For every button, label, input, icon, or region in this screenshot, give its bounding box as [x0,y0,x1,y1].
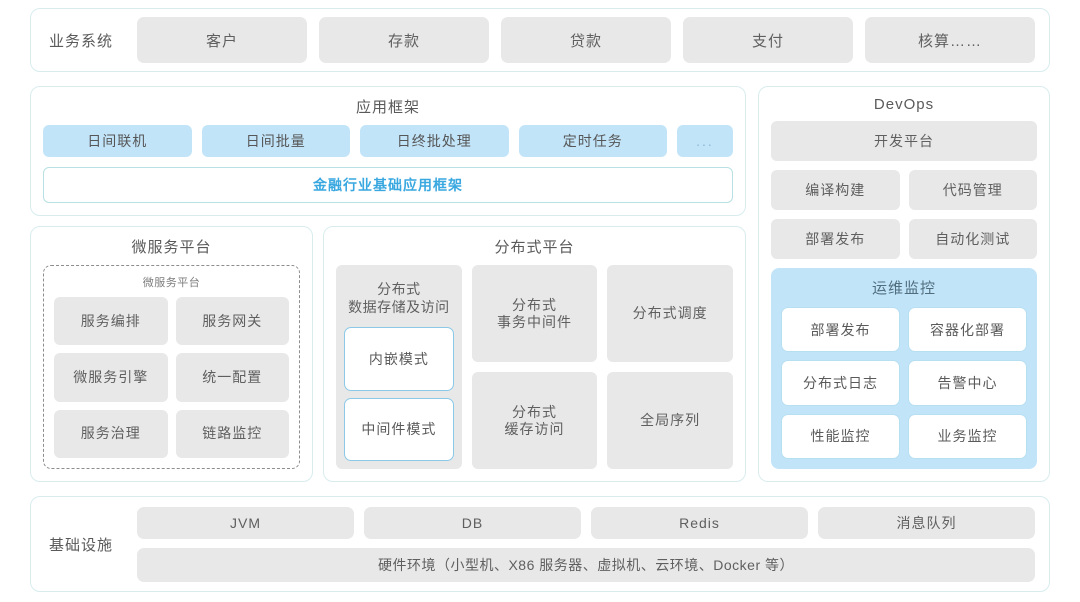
ops-monitoring-grid: 部署发布 容器化部署 分布式日志 告警中心 性能监控 业务监控 [781,307,1027,459]
distributed-cache-access[interactable]: 分布式 缓存访问 [471,372,598,469]
app-framework-chip[interactable]: 日终批处理 [360,125,509,157]
distributed-platform-title: 分布式平台 [494,239,575,256]
microservice-item[interactable]: 服务治理 [54,409,168,458]
application-framework-card: 应用框架 日间联机 日间批量 日终批处理 定时任务 ... 金融行业基础应用框架 [30,86,746,216]
distributed-middle-column: 分布式 事务中间件 分布式 缓存访问 [471,265,598,469]
app-framework-chip[interactable]: 日间联机 [43,125,192,157]
business-system-item[interactable]: 客户 [137,17,307,63]
infrastructure-item-redis[interactable]: Redis [591,506,808,539]
infrastructure-item-jvm[interactable]: JVM [137,506,354,539]
ops-monitoring-title: 运维监控 [871,280,936,297]
business-system-item[interactable]: 核算…… [865,17,1035,63]
infrastructure-body: JVM DB Redis 消息队列 硬件环境（小型机、X86 服务器、虚拟机、云… [137,497,1035,592]
devops-item-build[interactable]: 编译构建 [771,170,900,210]
platform-left-column: 应用框架 日间联机 日间批量 日终批处理 定时任务 ... 金融行业基础应用框架… [30,86,746,482]
distributed-transaction-middleware[interactable]: 分布式 事务中间件 [471,265,598,362]
ops-item-container-deploy[interactable]: 容器化部署 [908,307,1027,353]
dca-line2: 缓存访问 [504,420,565,437]
application-framework-title: 应用框架 [355,99,420,116]
infrastructure-item-db[interactable]: DB [364,506,581,539]
distributed-data-storage-title: 分布式 数据存储及访问 [344,273,454,320]
devops-item-code-management[interactable]: 代码管理 [908,170,1037,210]
infrastructure-card: 基础设施 JVM DB Redis 消息队列 硬件环境（小型机、X86 服务器、… [30,496,1050,592]
ops-item-deploy[interactable]: 部署发布 [781,307,900,353]
devops-row-2: 部署发布 自动化测试 [771,219,1037,259]
microservice-platform-inner-title: 微服务平台 [142,277,201,289]
financial-framework-banner: 金融行业基础应用框架 [43,167,733,203]
distributed-data-storage-title-line2: 数据存储及访问 [348,298,450,315]
devops-item-auto-test[interactable]: 自动化测试 [908,219,1037,259]
middleware-mode-box[interactable]: 中间件模式 [344,397,454,461]
ops-item-business-monitor[interactable]: 业务监控 [908,413,1027,459]
distributed-data-storage-title-line1: 分布式 [377,281,421,297]
microservice-item[interactable]: 链路监控 [175,409,289,458]
microservice-platform-inner-box: 微服务平台 服务编排 服务网关 微服务引擎 统一配置 服务治理 链路监控 [43,265,300,469]
business-systems-items: 客户 存款 贷款 支付 核算…… [137,17,1035,63]
distributed-platform-card: 分布式平台 分布式 数据存储及访问 内嵌模式 中间件模式 [323,226,746,482]
devops-stack: 开发平台 编译构建 代码管理 部署发布 自动化测试 运维监控 部署发布 容器化部… [771,121,1037,469]
dtm-line1: 分布式 [511,296,557,313]
app-framework-chip[interactable]: 定时任务 [518,125,667,157]
dca-line1: 分布式 [511,403,557,420]
app-framework-chip[interactable]: 日间批量 [201,125,350,157]
business-systems-label: 业务系统 [49,32,114,50]
business-systems-card: 业务系统 客户 存款 贷款 支付 核算…… [30,8,1050,72]
distributed-scheduling[interactable]: 分布式调度 [607,265,733,362]
dtm-line2: 事务中间件 [496,313,572,330]
global-sequence[interactable]: 全局序列 [607,372,733,469]
embedded-mode-box[interactable]: 内嵌模式 [344,327,454,391]
ops-monitoring-box: 运维监控 部署发布 容器化部署 分布式日志 告警中心 性能监控 业务监控 [771,268,1037,469]
platform-band: 应用框架 日间联机 日间批量 日终批处理 定时任务 ... 金融行业基础应用框架… [30,86,1050,482]
ops-item-distributed-log[interactable]: 分布式日志 [781,360,900,406]
infrastructure-label: 基础设施 [49,536,114,554]
business-system-item[interactable]: 贷款 [501,17,671,63]
platform-lower-row: 微服务平台 微服务平台 服务编排 服务网关 微服务引擎 统一配置 服务治理 链路… [30,226,746,482]
application-framework-chips: 日间联机 日间批量 日终批处理 定时任务 ... [43,125,733,157]
business-system-item[interactable]: 存款 [319,17,489,63]
microservice-item[interactable]: 统一配置 [175,353,289,402]
devops-title: DevOps [873,96,935,113]
business-system-item[interactable]: 支付 [683,17,853,63]
distributed-platform-grid: 分布式 数据存储及访问 内嵌模式 中间件模式 分布式 事务中间件 [336,265,733,469]
microservice-platform-title: 微服务平台 [131,239,212,256]
ops-item-alert-center[interactable]: 告警中心 [908,360,1027,406]
distributed-data-storage-group: 分布式 数据存储及访问 内嵌模式 中间件模式 [336,265,462,469]
infrastructure-items: JVM DB Redis 消息队列 [137,506,1035,539]
ops-item-performance-monitor[interactable]: 性能监控 [781,413,900,459]
dev-platform-item[interactable]: 开发平台 [771,121,1037,161]
microservice-item[interactable]: 服务编排 [54,297,168,346]
devops-card: DevOps 开发平台 编译构建 代码管理 部署发布 自动化测试 运维监控 部 [758,86,1050,482]
infrastructure-hardware-row: 硬件环境（小型机、X86 服务器、虚拟机、云环境、Docker 等） [137,547,1035,582]
microservice-platform-grid: 服务编排 服务网关 微服务引擎 统一配置 服务治理 链路监控 [54,297,289,458]
app-framework-more-chip[interactable]: ... [677,125,733,157]
hardware-environment-item[interactable]: 硬件环境（小型机、X86 服务器、虚拟机、云环境、Docker 等） [137,547,1035,582]
devops-row-1: 编译构建 代码管理 [771,170,1037,210]
microservice-platform-card: 微服务平台 微服务平台 服务编排 服务网关 微服务引擎 统一配置 服务治理 链路… [30,226,313,482]
devops-item-deploy[interactable]: 部署发布 [771,219,900,259]
infrastructure-item-message-queue[interactable]: 消息队列 [818,506,1035,539]
microservice-item[interactable]: 微服务引擎 [54,353,168,402]
distributed-right-column: 分布式调度 全局序列 [607,265,733,469]
devops-column: DevOps 开发平台 编译构建 代码管理 部署发布 自动化测试 运维监控 部 [758,86,1050,482]
microservice-item[interactable]: 服务网关 [175,297,289,346]
